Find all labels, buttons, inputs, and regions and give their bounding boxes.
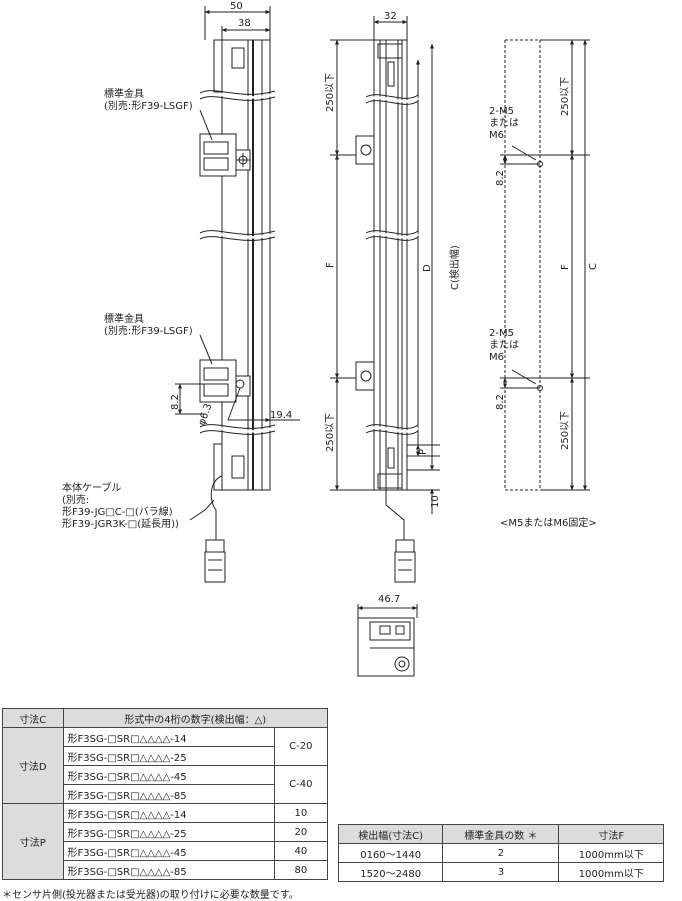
dim-250-top-right: 250以下 xyxy=(560,77,571,116)
table-row: 寸法P 形F3SG-□SR□△△△△-14 10 xyxy=(2,803,329,880)
note-bracket-bot-title: 標準金具 xyxy=(104,312,144,325)
note-m5-top-1: 2-M5 xyxy=(489,106,514,117)
note-cable-model-2: 形F39-JGR3K-□(延長用)) xyxy=(62,518,179,530)
value-cell: 80 xyxy=(273,860,329,880)
dim-d-mid: D xyxy=(422,264,433,272)
note-m5-top-2: または xyxy=(489,117,519,129)
count-cell: 3 xyxy=(442,862,560,882)
note-bracket-top-title: 標準金具 xyxy=(104,87,144,100)
dim-f-mid: F xyxy=(325,262,336,268)
dim-8-2-left: 8.2 xyxy=(170,394,181,410)
table-f-header-f: 寸法F xyxy=(558,824,664,844)
value-cell: C-20 xyxy=(273,727,329,766)
table-c-header-c: 寸法C xyxy=(2,708,64,728)
model-cell: 形F3SG-□SR□△△△△-14 xyxy=(62,727,275,747)
side-view-sensor xyxy=(175,6,300,583)
model-cell: 形F3SG-□SR□△△△△-14 xyxy=(62,803,275,823)
note-m5-bot-2: または xyxy=(489,339,519,351)
end-view-sensor xyxy=(357,604,418,677)
dim-8-2-right-bot: 8.2 xyxy=(495,394,506,410)
note-m5-bot-3: M6 xyxy=(489,352,504,363)
table-row: 形F3SG-□SR□△△△△-45 C-40 xyxy=(3,765,329,804)
dim-50: 50 xyxy=(230,1,243,12)
dim-46-7: 46.7 xyxy=(378,594,400,605)
dim-8-2-right-top: 8.2 xyxy=(495,170,506,186)
dim-250-bot-mid: 250以下 xyxy=(325,413,336,452)
dimension-c-table: 寸法C 形式中の4桁の数字(検出幅：△) 寸法D 形F3SG-□SR□△△△△-… xyxy=(2,708,329,880)
table-f-header-count: 標準金具の数 ＊ xyxy=(442,824,560,844)
table-row: 形F3SG-□SR□△△△△-85 80 xyxy=(3,860,329,880)
dim-f-right: F xyxy=(560,264,571,270)
table-c-header-model: 形式中の4桁の数字(検出幅：△) xyxy=(62,708,328,728)
mounting-hole-view xyxy=(504,39,541,491)
note-m5-bot-1: 2-M5 xyxy=(489,328,514,339)
table-row: 1520～2480 3 1000mm以下 xyxy=(337,862,664,882)
note-cable-model-1: 形F39-JG□C-□(バラ線) xyxy=(62,505,173,518)
model-cell: 形F3SG-□SR□△△△△-25 xyxy=(62,746,275,766)
value-cell: 10 xyxy=(273,803,329,823)
row-label-d: 寸法D xyxy=(2,727,64,804)
footnote: ＊センサ片側(投光器または受光器)の取り付けに必要な数量です。 xyxy=(2,890,299,901)
count-cell: 2 xyxy=(442,843,560,863)
note-fix-type: <M5またはM6固定> xyxy=(500,516,597,529)
front-view-sensor xyxy=(330,16,440,583)
table-f-header-width: 検出幅(寸法C) xyxy=(337,824,444,844)
dim-10: 10 xyxy=(430,495,441,508)
dim-p: P xyxy=(418,449,429,455)
dim-38: 38 xyxy=(238,18,251,29)
dim-32: 32 xyxy=(384,11,397,22)
note-bracket-bot-model: (別売:形F39-LSGF) xyxy=(104,324,193,337)
dimension-f-table: 検出幅(寸法C) 標準金具の数 ＊ 寸法F 0160～1440 2 1000mm… xyxy=(337,824,664,882)
row-label-p: 寸法P xyxy=(2,803,64,880)
value-cell: C-40 xyxy=(273,765,329,804)
note-cable-title: 本体ケーブル xyxy=(62,481,121,494)
note-bracket-top-model: (別売:形F39-LSGF) xyxy=(104,99,193,112)
model-cell: 形F3SG-□SR□△△△△-45 xyxy=(62,841,275,861)
note-cable-sub: (別売: xyxy=(62,493,89,506)
note-m5-top-3: M6 xyxy=(489,130,504,141)
value-cell: 40 xyxy=(273,841,329,861)
dimension-drawing: 50 38 32 46.7 250以下 F 250以下 D C(検出幅) P 1… xyxy=(62,1,599,677)
value-cell: 20 xyxy=(273,822,329,842)
model-cell: 形F3SG-□SR□△△△△-85 xyxy=(62,860,275,880)
dim-c-detect: C(検出幅) xyxy=(448,245,461,290)
table-row: 寸法D 形F3SG-□SR□△△△△-14 C-20 xyxy=(2,727,329,804)
table-row: 0160～1440 2 1000mm以下 xyxy=(337,843,664,863)
model-cell: 形F3SG-□SR□△△△△-25 xyxy=(62,822,275,842)
model-cell: 形F3SG-□SR□△△△△-85 xyxy=(62,784,275,804)
f-cell: 1000mm以下 xyxy=(558,862,664,882)
dim-phi-6-3: φ6.3 xyxy=(196,402,214,427)
dim-19-4: 19.4 xyxy=(270,410,292,421)
f-cell: 1000mm以下 xyxy=(558,843,664,863)
dim-250-top-mid: 250以下 xyxy=(325,73,336,112)
model-cell: 形F3SG-□SR□△△△△-45 xyxy=(62,765,275,785)
dim-250-bot-right: 250以下 xyxy=(560,411,571,450)
table-row: 形F3SG-□SR□△△△△-45 40 xyxy=(3,841,329,861)
width-cell: 0160～1440 xyxy=(337,843,444,863)
width-cell: 1520～2480 xyxy=(337,862,444,882)
dim-c-right: C xyxy=(588,263,599,270)
